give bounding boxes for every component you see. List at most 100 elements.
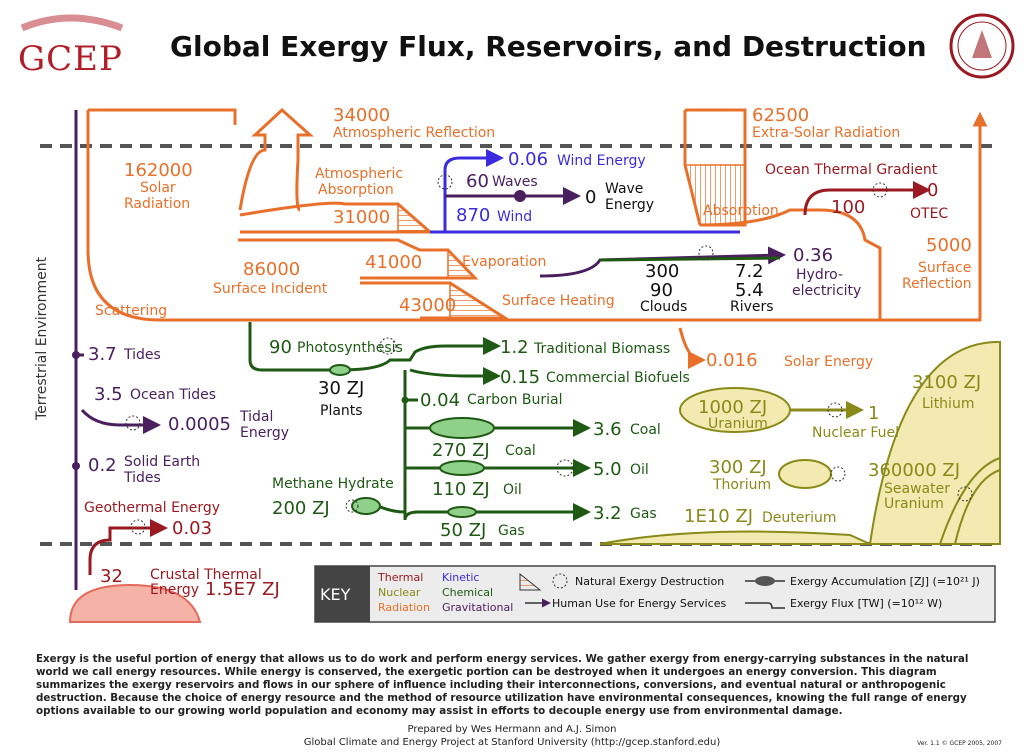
solar-energy-value: 0.016: [706, 350, 758, 371]
key-flux-icon: [745, 602, 785, 609]
ocean-thermal-flow: [88, 181, 931, 575]
wind-flows: [430, 149, 740, 234]
key-box: [314, 565, 996, 623]
key-title-box: [315, 566, 370, 622]
atm-absorption-value: 31000: [333, 207, 390, 228]
surface-reflection-arrow: [972, 111, 988, 127]
extra-solar-value: 62500: [752, 105, 809, 126]
waves-label: Waves: [492, 174, 538, 190]
deuterium-value: 1E10 ZJ: [684, 506, 753, 527]
wave-energy-label-1: Wave: [605, 181, 643, 197]
project-credit: Global Climate and Energy Project at Sta…: [303, 737, 721, 748]
atm-reflection-value: 34000: [333, 105, 390, 126]
seawater-destruction-icon: [957, 486, 973, 502]
hydro-destruction-icon: [698, 245, 714, 261]
hydro-label-1: Hydro-: [796, 267, 843, 283]
waves-value: 60: [466, 171, 489, 192]
oil-value: 5.0: [593, 459, 622, 480]
solid-earth-node: [72, 462, 80, 470]
solar-label-2: Radiation: [124, 196, 190, 212]
coal-value: 3.6: [593, 419, 622, 440]
terrestrial-environment-label: Terrestrial Environment: [34, 256, 50, 421]
thorium-reservoir: [778, 459, 832, 489]
gas-reserve-value: 50 ZJ: [440, 520, 486, 541]
oil-destruction-icon: [556, 459, 574, 477]
key-radiation: Radiation: [378, 601, 430, 614]
seawater-value: 360000 ZJ: [868, 460, 960, 481]
uranium-label: Uranium: [708, 416, 768, 432]
wind-label: Wind: [497, 209, 532, 225]
otec-value: 0: [927, 180, 938, 201]
evaporation-destruction: [447, 248, 477, 279]
wind-value: 870: [456, 205, 490, 226]
thorium-destruction-icon: [830, 466, 846, 482]
hydro-label-2: electricity: [792, 283, 861, 299]
ocean-tides-value: 3.5: [94, 384, 123, 405]
lithium-value: 3100 ZJ: [912, 372, 981, 393]
key-title: KEY: [320, 585, 351, 604]
crustal-label-2: Energy: [150, 582, 199, 598]
uranium-value: 1000 ZJ: [698, 397, 767, 418]
tides-node: [72, 351, 80, 359]
deuterium-label: Deuterium: [762, 510, 837, 526]
key-kinetic: Kinetic: [442, 571, 479, 584]
solar-value: 162000: [124, 160, 193, 181]
lithium-reservoir: [868, 340, 1001, 545]
seawater-uranium-reservoir: [953, 468, 1001, 545]
surface-reflection-label-1: Surface: [918, 260, 971, 276]
geothermal-label: Geothermal Energy: [84, 500, 220, 516]
coal-reserve-label: Coal: [505, 443, 536, 459]
version-text: Ver. 1.1 © GCEP 2005, 2007: [917, 740, 1002, 747]
page-title: Global Exergy Flux, Reservoirs, and Dest…: [170, 30, 927, 63]
otec-destruction-icon: [872, 182, 888, 198]
methane-label: Methane Hydrate: [272, 476, 394, 492]
hydro-value: 0.36: [793, 245, 833, 266]
comm-biofuels-value: 0.15: [500, 367, 540, 388]
oil-reserve-value: 110 ZJ: [432, 479, 490, 500]
carbon-burial-value: 0.04: [420, 390, 460, 411]
wind-energy-value: 0.06: [508, 149, 548, 170]
surface-incident-value: 86000: [243, 259, 300, 280]
key-destruction-sink-icon: [519, 572, 542, 591]
legend-key: KEY Thermal Nuclear Radiation Kinetic Ch…: [314, 565, 996, 623]
gas-label: Gas: [630, 506, 657, 522]
gas-reservoir: [447, 506, 477, 518]
clouds-label: Clouds: [640, 299, 687, 315]
key-nuclear: Nuclear: [378, 586, 421, 599]
wave-energy-value: 0: [585, 187, 596, 208]
stanford-seal-icon: [949, 13, 1015, 79]
key-accumulation: Exergy Accumulation [ZJ] (=10²¹ J): [790, 575, 980, 588]
thorium-label: Thorium: [712, 477, 771, 493]
waves-node: [514, 190, 526, 202]
oil-reservoir: [439, 460, 485, 476]
oil-reserve-label: Oil: [503, 482, 522, 498]
surface-incident-label: Surface Incident: [213, 281, 328, 297]
clouds-rivers-flow: [599, 256, 781, 262]
plants-value: 30 ZJ: [318, 378, 364, 399]
extra-solar-label: Extra-Solar Radiation: [752, 125, 900, 141]
key-natural-destruction: Natural Exergy Destruction: [575, 575, 724, 588]
key-flux: Exergy Flux [TW] (=10¹² W): [790, 597, 942, 610]
comm-biofuels-label: Commercial Biofuels: [546, 370, 690, 386]
gas-reserve-label: Gas: [498, 523, 525, 539]
gcep-logo: GCEP: [18, 14, 124, 79]
key-destruction-circle-icon: [552, 573, 568, 589]
plants-destruction-icon: [379, 337, 397, 355]
rivers-value-2: 5.4: [735, 280, 764, 301]
atm-absorption-label-2: Absorption: [318, 182, 394, 198]
evaporation-value: 41000: [365, 252, 422, 273]
geothermal-value: 0.03: [172, 518, 212, 539]
scattering-label: Scattering: [95, 303, 167, 319]
atm-absorption-destruction: [397, 202, 432, 233]
solar-energy-label: Solar Energy: [784, 354, 873, 370]
tidal-energy-value: 0.0005: [168, 414, 231, 435]
nuclear-destruction-icon: [827, 402, 843, 418]
flow-labels: 34000 Atmospheric Reflection 62500 Extra…: [84, 105, 981, 600]
caption-text: Exergy is the useful portion of energy t…: [36, 653, 969, 717]
oil-label: Oil: [630, 462, 649, 478]
methane-reservoir: [351, 497, 381, 515]
key-thermal: Thermal: [377, 571, 423, 584]
tides-value: 3.7: [88, 344, 117, 365]
key-accumulation-icon: [755, 576, 775, 586]
gas-value: 3.2: [593, 503, 622, 524]
